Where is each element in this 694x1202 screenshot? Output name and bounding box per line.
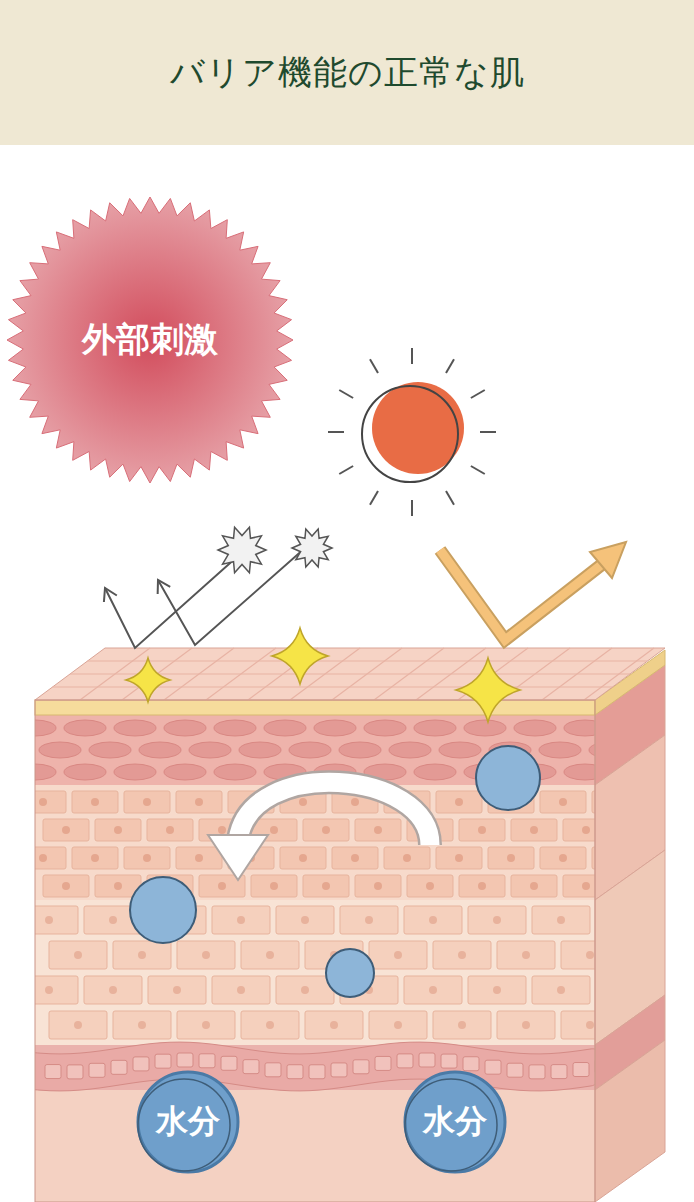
skin-block (14, 648, 665, 1202)
deflected-stimulus-arrows (104, 548, 305, 648)
node-label: 水分 (423, 1100, 487, 1144)
water-drop (326, 949, 374, 997)
sparkle (126, 658, 170, 702)
stratum-corneum (35, 700, 595, 715)
basal-wave (35, 1042, 595, 1091)
node-label: 外部刺激 (82, 317, 218, 363)
node-label: 水分 (156, 1100, 220, 1144)
title-text: バリア機能の正常な肌 (170, 50, 525, 96)
uv-reflect-arrow (440, 542, 626, 640)
basal-cells (45, 1053, 595, 1079)
impact-mark (292, 529, 332, 567)
impact-mark (218, 527, 266, 573)
turnover-arrow (208, 782, 430, 880)
front-face (35, 715, 595, 1202)
spinous-layer-lower (35, 900, 595, 1045)
spinous-cells-lower (35, 906, 595, 1039)
water-drop (130, 877, 196, 943)
front-outline (35, 700, 595, 1202)
water-circle: 水分 (136, 1070, 240, 1174)
sparkle (272, 628, 328, 684)
sparkle (456, 658, 520, 722)
dermis-side (595, 1040, 665, 1202)
top-face (35, 648, 665, 700)
water-drop (476, 746, 540, 810)
title-band: バリア機能の正常な肌 (0, 0, 694, 145)
sun-icon (328, 348, 496, 516)
water-circle: 水分 (403, 1070, 507, 1174)
stimulus-burst: 外部刺激 (5, 195, 295, 485)
dermis (35, 1090, 595, 1202)
